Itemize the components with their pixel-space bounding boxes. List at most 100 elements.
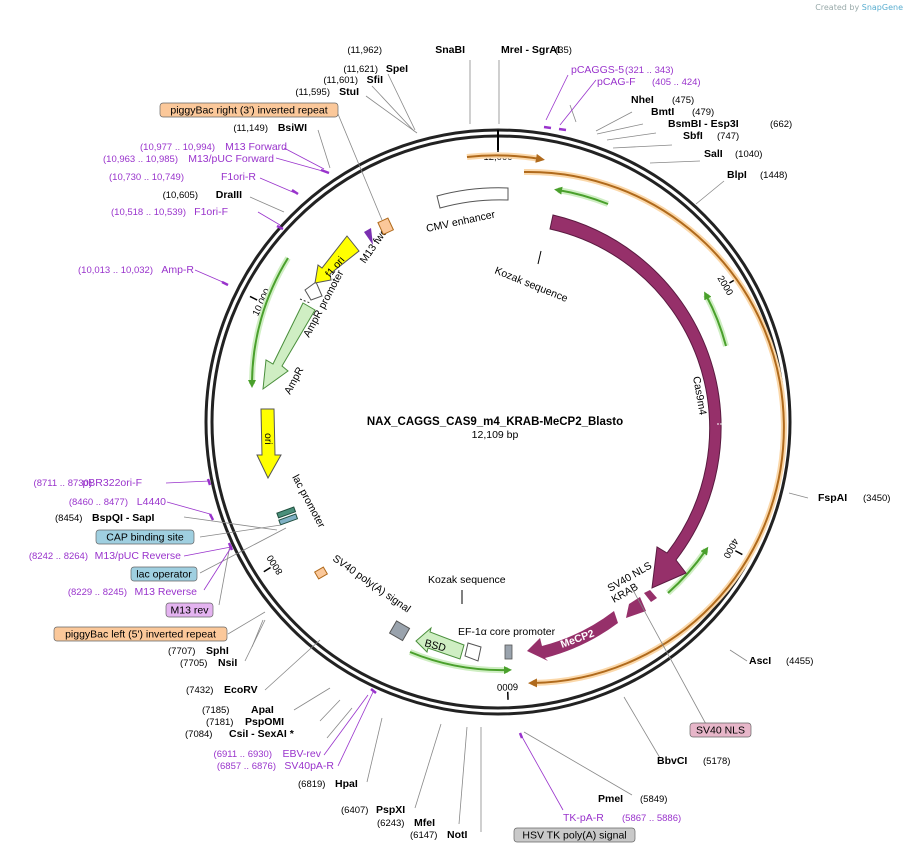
lac-operator-feature[interactable] [278, 513, 299, 526]
credit-prefix: Created by [815, 3, 860, 12]
piggybac-left-feature[interactable] [313, 566, 329, 580]
enzyme-label: DraIII [216, 189, 242, 201]
enzyme-position: (6407) [341, 805, 368, 816]
primer-range: (6857 .. 6876) [217, 761, 276, 772]
boxed-label-bg [689, 722, 752, 738]
green-arc-lower [667, 546, 709, 594]
enzyme-label: StuI [339, 86, 359, 98]
plasmid-length: 12,109 bp [472, 429, 519, 441]
ori-feature[interactable] [256, 408, 282, 480]
enzyme-label: BsmBI - Esp3I [668, 118, 739, 130]
enzyme-label: NsiI [218, 657, 237, 669]
primer-label: pCAG-F [597, 76, 636, 88]
cas9m4-start-mark [548, 200, 553, 216]
cas9m4-feature[interactable] [549, 214, 722, 589]
boxed-label-text: HSV TK poly(A) signal [522, 830, 626, 842]
enzyme-label: SpeI [386, 63, 408, 75]
enzyme-label: ApaI [251, 704, 274, 716]
enzyme-label: BspQI - SapI [92, 512, 155, 524]
primer-range: (8229 .. 8245) [68, 587, 127, 598]
enzyme-position: (5849) [640, 794, 667, 805]
primer-range: (321 .. 343) [625, 65, 674, 76]
primer-lines [165, 74, 597, 811]
primer-label: SV40pA-R [284, 760, 334, 772]
m13-fwd-feature[interactable] [364, 228, 373, 245]
primer-range: (6911 .. 6930) [214, 749, 272, 760]
enzyme-label: CsiI - SexAI * [229, 728, 295, 740]
enzyme-position: (6243) [377, 818, 404, 829]
mecp2-label: MeCP2 [559, 628, 596, 651]
sv40-polya-label: SV40 poly(A) signal [330, 553, 412, 616]
primer-label: F1ori-F [194, 206, 228, 218]
primer-range: (8242 .. 8264) [29, 551, 88, 562]
ampr-promoter-box[interactable] [304, 281, 323, 301]
primer-label: TK-pA-R [563, 812, 604, 824]
ampr-feature[interactable] [262, 302, 316, 391]
plasmid-name: NAX_CAGGS_CAS9_m4_KRAB-MeCP2_Blasto [367, 416, 623, 428]
bsd-promoter-box [464, 642, 482, 662]
bsd-feature[interactable] [415, 626, 465, 660]
enzyme-label: BsiWI [278, 122, 307, 134]
primer-label: L4440 [137, 496, 166, 508]
enzyme-position: (11,621) [343, 64, 378, 75]
cap-binding-feature[interactable] [276, 506, 297, 519]
primer-label: EBV-rev [282, 748, 321, 760]
primer-range: (8460 .. 8477) [69, 497, 128, 508]
mecp2-feature[interactable] [527, 611, 618, 661]
tick-label: 6000 [497, 680, 519, 692]
enzyme-position: (11,962) [347, 45, 382, 56]
krab-feature[interactable] [626, 597, 646, 618]
leader-lines [183, 60, 809, 832]
enzyme-label: SbfI [683, 130, 703, 142]
primer-range: (10,963 .. 10,985) [103, 154, 178, 165]
enzyme-position: (35) [555, 45, 572, 56]
cmv-enhancer-feature[interactable] [436, 187, 509, 209]
enzyme-position: (1040) [735, 149, 762, 160]
orange-arc-right [523, 170, 786, 688]
enzyme-position: (6147) [410, 830, 437, 841]
enzyme-position: (11,595) [295, 87, 330, 98]
sv40nls-small-feature[interactable] [644, 590, 657, 602]
tick-label: 4000 [721, 536, 741, 560]
enzyme-label: PspOMI [245, 716, 284, 728]
boxed-label-text: lac operator [136, 569, 192, 581]
enzyme-label: SnaBI [435, 44, 465, 56]
green-arc-top [554, 186, 609, 205]
enzyme-position: (11,601) [323, 75, 358, 86]
enzyme-position: (7705) [180, 658, 207, 669]
enzyme-position: (7185) [202, 705, 229, 716]
enzyme-position: (10,605) [163, 190, 198, 201]
enzyme-position: (3450) [863, 493, 890, 504]
snapgene-credit: Created by SnapGene [815, 3, 903, 12]
enzyme-label: PmeI [598, 793, 623, 805]
boxed-label-text: M13 rev [171, 605, 210, 617]
ef1a-label: EF-1α core promoter [458, 626, 556, 638]
enzyme-label: BmtI [651, 106, 674, 118]
enzyme-position: (5178) [703, 756, 730, 767]
sv40-polya-feature[interactable] [388, 620, 411, 642]
primer-label: M13 Reverse [135, 586, 198, 598]
enzyme-label: AscI [749, 655, 771, 667]
enzyme-label: BlpI [727, 169, 747, 181]
f1-ori-feature[interactable] [314, 235, 360, 284]
tick-label: 8000 [265, 553, 286, 577]
primer-label: M13 Forward [225, 141, 287, 153]
primer-label: M13/pUC Reverse [95, 550, 182, 562]
green-arc-bottom [409, 651, 512, 675]
enzyme-label: PspXI [376, 804, 405, 816]
enzyme-position: (747) [717, 131, 739, 142]
ef1a-core-promoter-feature[interactable] [504, 644, 513, 660]
boxed-label-bg [165, 602, 214, 618]
enzyme-label: FspAI [818, 492, 847, 504]
boxed-label-text: piggyBac right (3') inverted repeat [170, 105, 327, 117]
tick-mark [263, 566, 271, 573]
boxed-label-bg [159, 102, 339, 118]
boxed-label-bg [513, 827, 636, 843]
primer-label: F1ori-R [221, 171, 256, 183]
lac-promoter-label: lac promoter [289, 473, 327, 531]
piggybac-right-feature[interactable] [377, 217, 395, 236]
primer-label: Amp-R [161, 264, 194, 276]
boxed-label-text: CAP binding site [106, 532, 184, 544]
